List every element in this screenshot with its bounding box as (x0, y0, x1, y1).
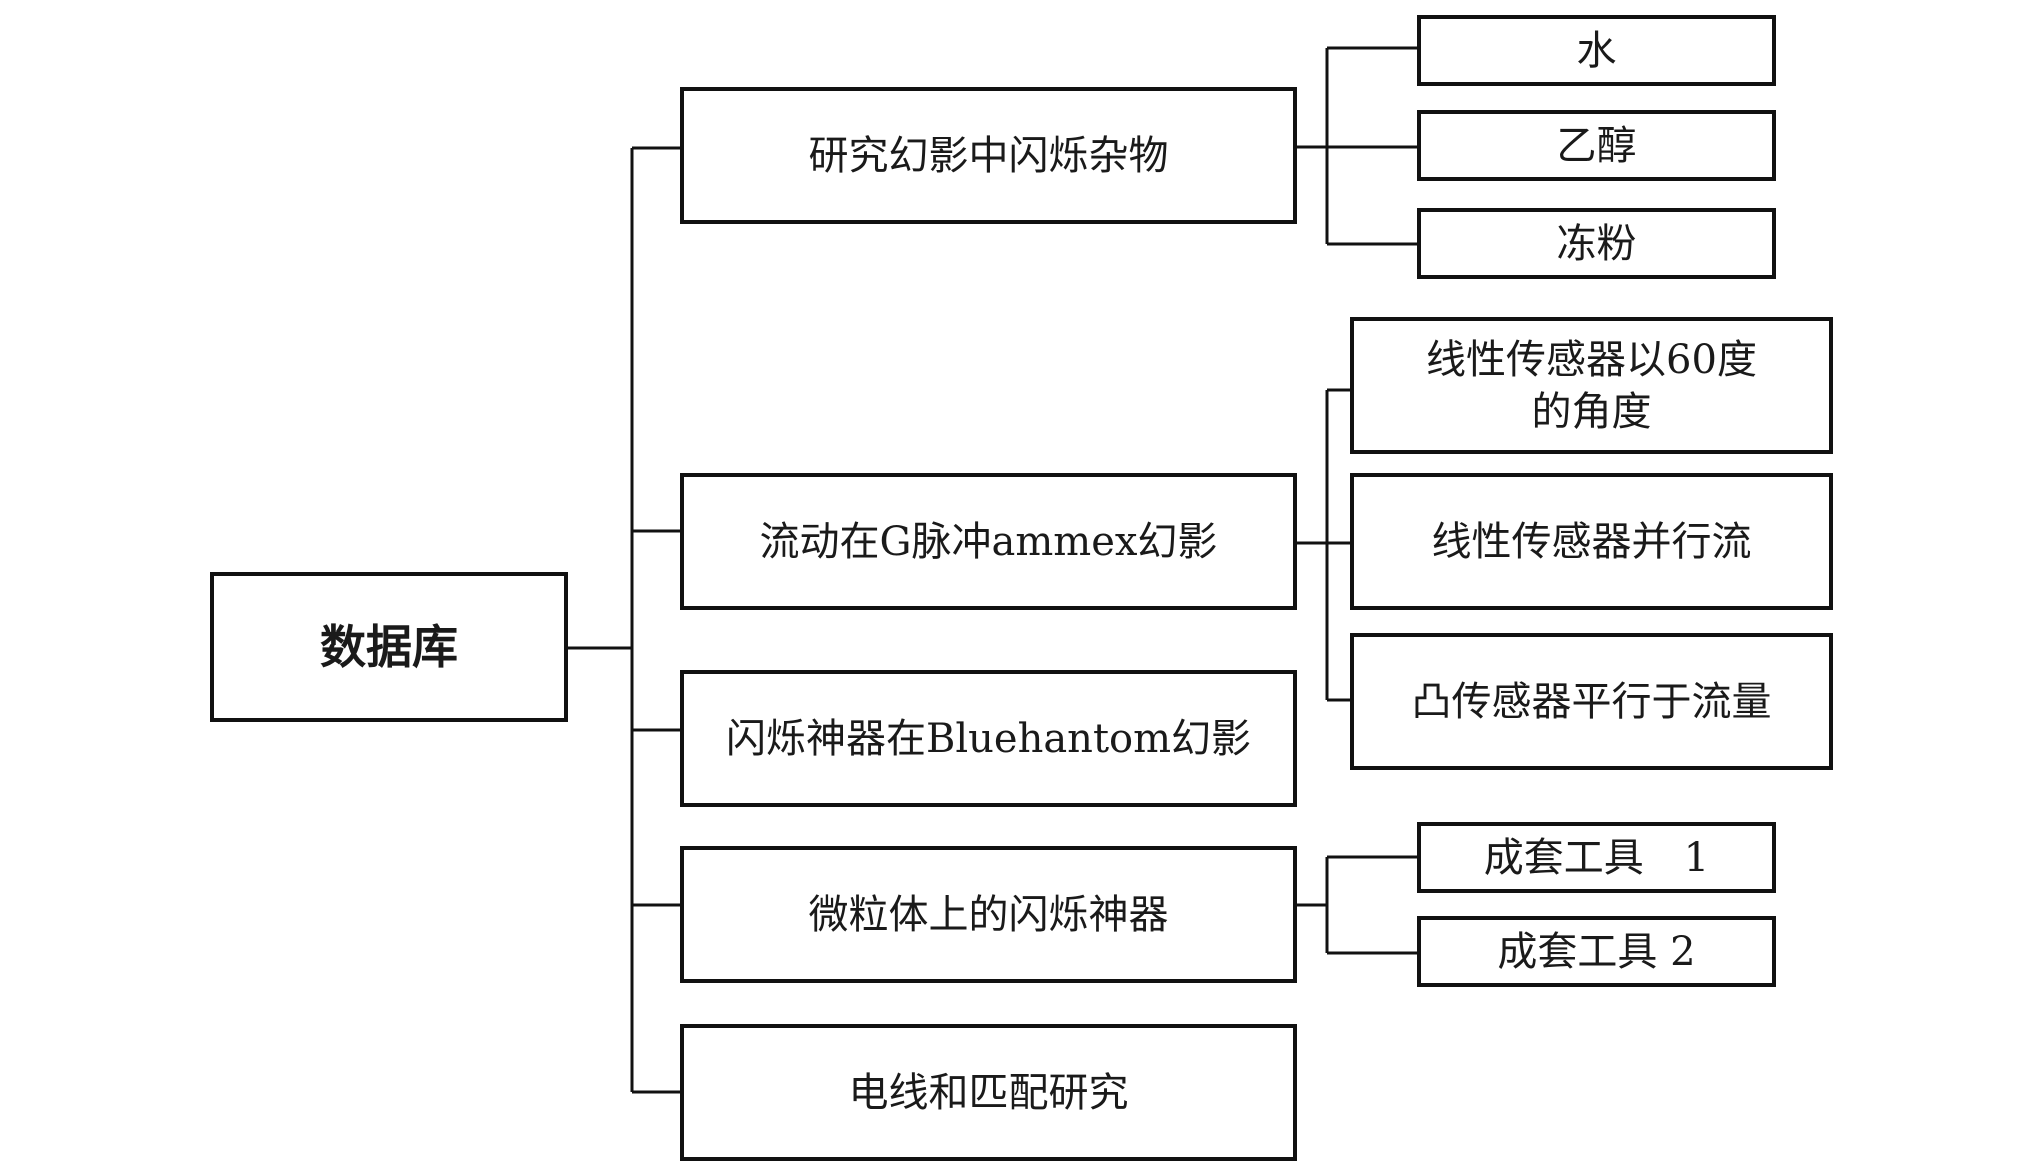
branch-node-bluephantom-artifact: 闪烁神器在Bluehantom幻影 (680, 670, 1297, 807)
branch-node-flow-phantom: 流动在G脉冲ammex幻影 (680, 473, 1297, 610)
leaf-node-agar: 冻粉 (1417, 208, 1776, 279)
branch-node-microsphere-artifact: 微粒体上的闪烁神器 (680, 846, 1297, 983)
leaf-node-ethanol: 乙醇 (1417, 110, 1776, 181)
branch-node-wire-matching-study: 电线和匹配研究 (680, 1024, 1297, 1161)
leaf-node-kit-2: 成套工具 2 (1417, 916, 1776, 987)
leaf-node-convex-sensor-parallel: 凸传感器平行于流量 (1350, 633, 1833, 770)
leaf-node-water: 水 (1417, 15, 1776, 86)
leaf-node-linear-sensor-parallel: 线性传感器并行流 (1350, 473, 1833, 610)
branch-node-flicker-impurities: 研究幻影中闪烁杂物 (680, 87, 1297, 224)
root-node-database: 数据库 (210, 572, 568, 722)
leaf-node-linear-sensor-60deg: 线性传感器以60度 的角度 (1350, 317, 1833, 454)
leaf-node-kit-1: 成套工具 1 (1417, 822, 1776, 893)
